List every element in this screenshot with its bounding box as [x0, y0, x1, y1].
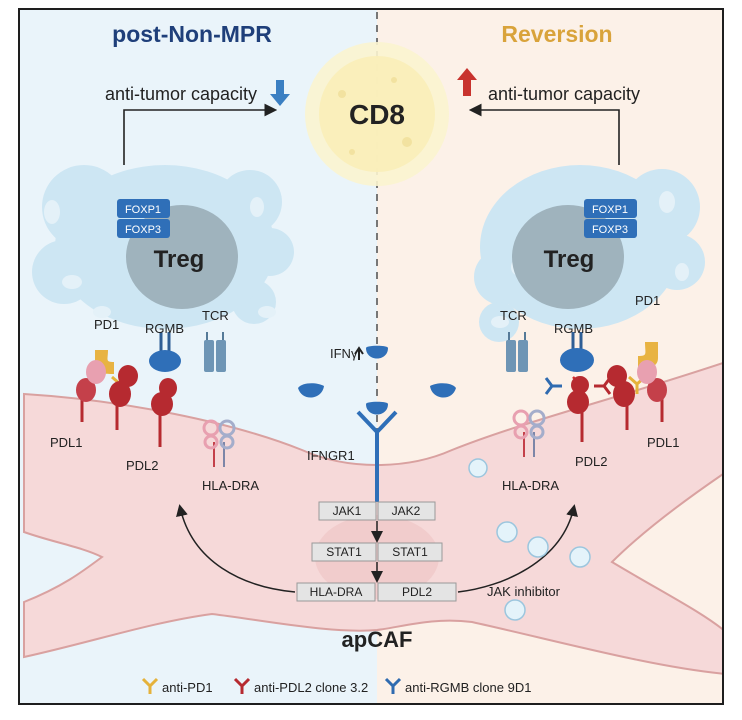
figure-frame: CD8 post-Non-MPR Reversion anti-tumor ca… [18, 8, 724, 705]
right-foxp3-box [584, 219, 637, 238]
left-pdl2-ligand-2 [151, 378, 177, 447]
down-arrow-icon [270, 80, 290, 106]
right-curved-arrow [457, 504, 578, 593]
left-hladra-molecule [202, 419, 236, 467]
left-curved-arrow [176, 504, 296, 593]
ifngr1-receptor [356, 401, 398, 502]
right-capacity-arrow [468, 103, 620, 165]
left-hladra-label: HLA-DRA [202, 478, 259, 493]
apcaf-nucleus [315, 515, 439, 599]
hla-dra-gene-label: HLA-DRA [310, 585, 363, 599]
up-arrow-icon [457, 68, 477, 96]
legend-anti-rgmb-label: anti-RGMB clone 9D1 [405, 680, 531, 695]
right-hladra-molecule [512, 409, 546, 457]
stat1-label-a: STAT1 [326, 545, 362, 559]
left-title: post-Non-MPR [112, 21, 272, 47]
left-rgmb-label: RGMB [145, 321, 184, 336]
left-foxp3-label: FOXP3 [125, 224, 161, 236]
left-capacity-arrow [123, 103, 278, 165]
left-treg-label: Treg [154, 246, 205, 273]
ifng-up-arrow-icon [354, 346, 364, 360]
right-pdl1-ligand-2 [637, 360, 667, 422]
pdl2-gene-label: PDL2 [402, 585, 432, 599]
stat1-box-a [311, 542, 377, 562]
left-pd1-label: PD1 [94, 317, 119, 332]
left-foxp1-label: FOXP1 [125, 204, 161, 216]
cd8-label: CD8 [349, 99, 405, 130]
jak1-label: JAK1 [333, 504, 362, 518]
jak2-box [377, 501, 436, 521]
left-rgmb-receptor [149, 332, 181, 372]
jak-inhibitor-label: JAK inhibitor [487, 584, 561, 599]
right-pdl1-label: PDL1 [647, 435, 680, 450]
ifng-label: IFNγ [330, 346, 358, 361]
jak-inhibitor-bubbles [468, 458, 591, 621]
right-foxp1-label: FOXP1 [592, 204, 628, 216]
right-tcr-label: TCR [500, 308, 527, 323]
left-foxp1-box [117, 199, 170, 218]
ifng-molecule-left [298, 383, 324, 398]
left-pdl1-ligand [76, 360, 106, 422]
right-pdl1-ligand-1 [607, 365, 635, 430]
right-pdl2-label: PDL2 [575, 454, 608, 469]
hla-dra-gene-box [296, 582, 376, 602]
left-treg-cell: Treg FOXP1 FOXP3 [32, 165, 294, 329]
left-foxp3-box [117, 219, 170, 238]
cd8-cell: CD8 [305, 42, 449, 186]
left-pdl2-label: PDL2 [126, 458, 159, 473]
right-title: Reversion [501, 21, 612, 47]
pdl2-gene-box [377, 582, 457, 602]
left-pdl2-ligand-1 [109, 365, 138, 430]
right-foxp1-box [584, 199, 637, 218]
legend-anti-pd1-icon [141, 677, 159, 694]
legend-anti-pdl2-icon [233, 677, 251, 694]
right-rgmb-label: RGMB [554, 321, 593, 336]
ifng-molecule-center [366, 345, 388, 359]
stat1-box-b [377, 542, 443, 562]
right-pdl2-ligand [567, 376, 589, 442]
legend-anti-pdl2-label: anti-PDL2 clone 3.2 [254, 680, 368, 695]
right-treg-label: Treg [544, 246, 595, 273]
right-rgmb-receptor [560, 332, 594, 372]
right-anti-rgmb-antibody-icon [544, 377, 562, 395]
jak2-label: JAK2 [392, 504, 421, 518]
right-pd1-label: PD1 [635, 293, 660, 308]
ifng-molecule-right [430, 383, 456, 398]
left-capacity-label: anti-tumor capacity [105, 84, 257, 104]
diagram-canvas: CD8 post-Non-MPR Reversion anti-tumor ca… [20, 10, 722, 703]
right-capacity-label: anti-tumor capacity [488, 84, 640, 104]
ifngr1-label: IFNGR1 [307, 448, 355, 463]
apcaf-label: apCAF [342, 627, 413, 652]
stat1-label-b: STAT1 [392, 545, 428, 559]
legend-anti-rgmb-icon [384, 677, 402, 694]
jak1-box [318, 501, 377, 521]
left-tcr-label: TCR [202, 308, 229, 323]
left-tcr-receptor [204, 332, 226, 372]
right-hladra-label: HLA-DRA [502, 478, 559, 493]
legend-anti-pd1-label: anti-PD1 [162, 680, 213, 695]
right-tcr-receptor [506, 332, 528, 372]
legend: anti-PD1 anti-PDL2 clone 3.2 anti-RGMB c… [141, 677, 531, 695]
left-pdl1-label: PDL1 [50, 435, 83, 450]
right-foxp3-label: FOXP3 [592, 224, 628, 236]
